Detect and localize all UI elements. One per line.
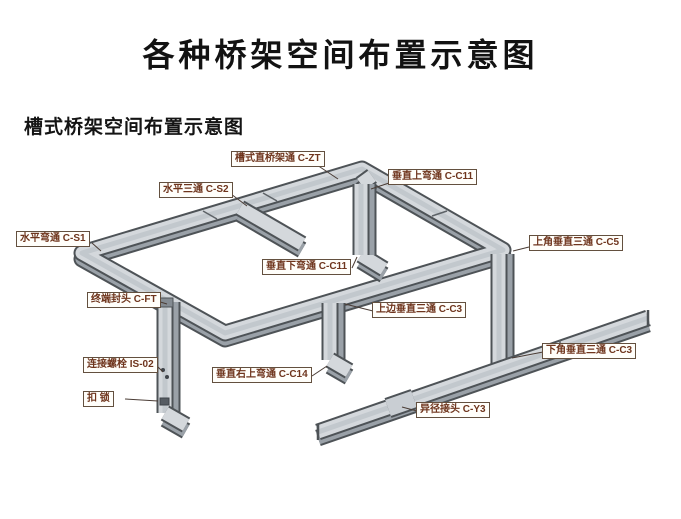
label-is-02: 连接螺栓 IS-02 [83,357,158,373]
joint-tick [262,192,278,202]
label-c-s2: 水平三通 C-S2 [159,182,233,198]
section-subtitle: 槽式桥架空间布置示意图 [24,117,245,138]
page-title: 各种桥架空间布置示意图 [142,37,539,73]
label-y-3: 异径接头 C-Y3 [416,402,490,418]
lock-part [159,397,170,406]
label-c-c11-up: 垂直上弯通 C-C11 [388,169,478,185]
leader-lines [91,164,544,412]
label-c-s1: 水平弯通 C-S1 [16,231,90,247]
label-c-ft: 终端封头 C-FT [87,292,161,308]
reducer-part [385,390,417,417]
label-c-c3-up: 上边垂直三通 C-C3 [372,302,467,318]
label-c-c14: 垂直右上弯通 C-C14 [212,367,312,383]
label-c-c11-down: 垂直下弯通 C-C11 [262,259,352,275]
label-c-c3-down: 下角垂直三通 C-C3 [542,343,637,359]
bolt-part [165,375,169,379]
tray-bottom-run [315,309,651,447]
joint-tick [431,210,448,217]
label-c-c5: 上角垂直三通 C-C5 [529,235,624,251]
tray-foot-bends [160,352,354,439]
joint-tick [202,210,218,220]
label-lock: 扣 锁 [83,391,114,407]
tray-vertical-risers [156,184,515,413]
label-c-zt: 槽式直桥架通 C-ZT [231,151,325,167]
